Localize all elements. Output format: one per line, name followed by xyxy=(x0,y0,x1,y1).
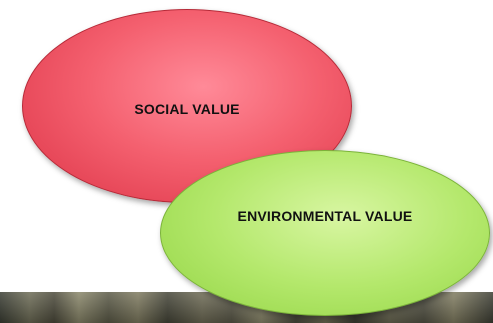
environmental-value-label: ENVIRONMENTAL VALUE xyxy=(237,208,413,224)
social-value-label: SOCIAL VALUE xyxy=(134,101,240,117)
environmental-value-ellipse: ENVIRONMENTAL VALUE xyxy=(160,150,490,316)
